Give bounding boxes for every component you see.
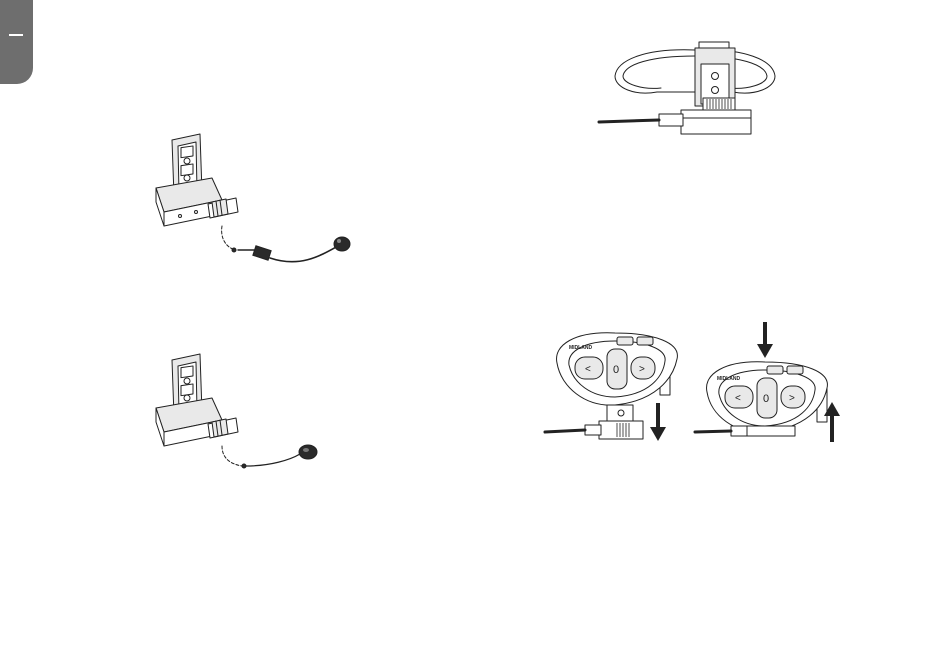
arrow-down-icon — [650, 403, 666, 441]
section-tab — [0, 0, 33, 84]
figure-unit-attach-right: MIDLAND < 0 > — [695, 322, 845, 457]
arrow-down-icon — [757, 322, 773, 358]
figure-base-wire-mic — [150, 350, 350, 480]
base-unit-with-wired-button-microphone-icon — [150, 350, 350, 480]
figure-unit-attach-left: MIDLAND < 0 > — [545, 325, 685, 455]
figure-base-boom-mic — [150, 130, 370, 280]
figure-clamp-mounted-base — [595, 38, 795, 143]
button-right-label: > — [789, 393, 795, 404]
button-left-label: < — [585, 364, 591, 375]
helmet-clamp-with-base-icon — [595, 38, 795, 143]
unit-brand-label: MIDLAND — [569, 345, 592, 351]
base-unit-with-boom-microphone-icon — [150, 130, 370, 280]
button-center-label: 0 — [613, 364, 619, 376]
button-center-label: 0 — [763, 393, 769, 405]
intercom-unit-attach-down-icon: MIDLAND < 0 > — [545, 325, 685, 455]
intercom-unit-release-icon: MIDLAND < 0 > — [695, 322, 845, 457]
tab-dash-mark — [9, 34, 23, 36]
button-left-label: < — [735, 393, 741, 404]
button-right-label: > — [639, 364, 645, 375]
unit-brand-label: MIDLAND — [717, 376, 740, 382]
